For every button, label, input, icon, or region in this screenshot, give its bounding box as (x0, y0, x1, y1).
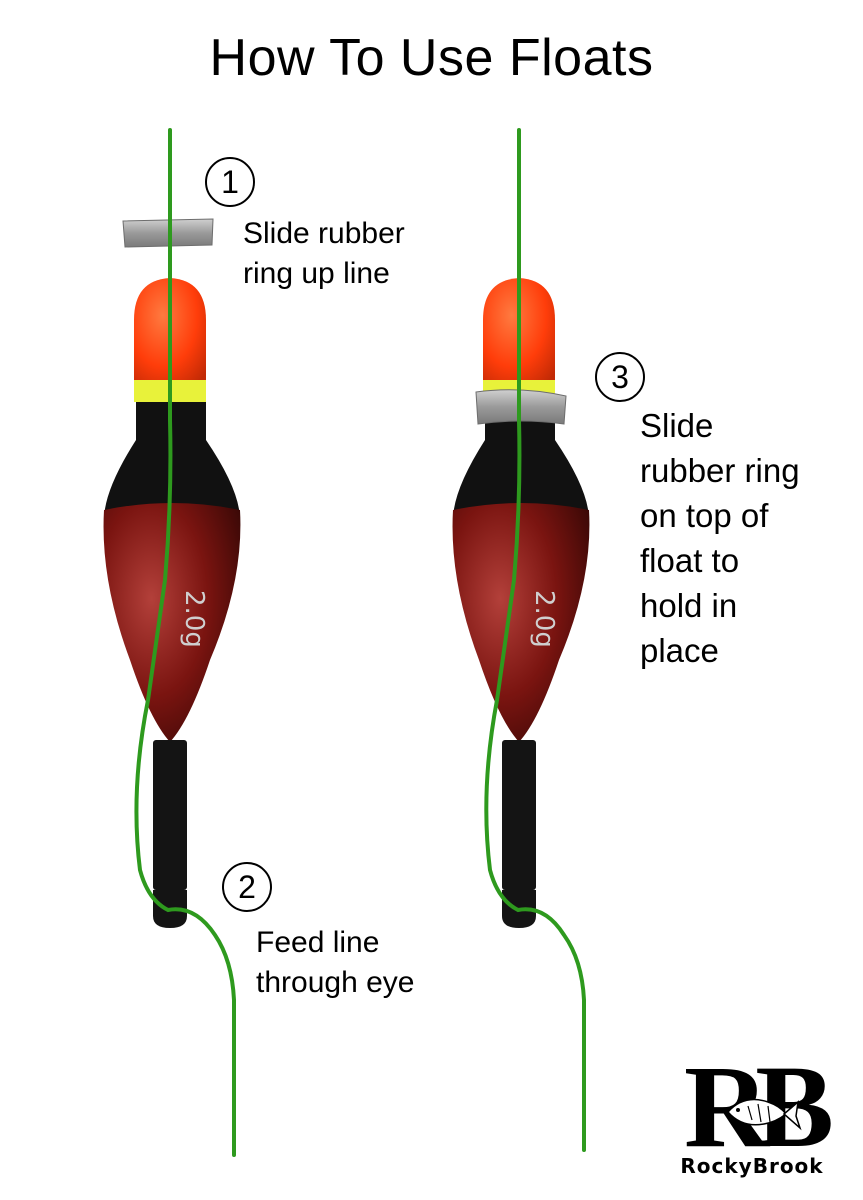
left-float-illustration: 2.0g (103, 128, 241, 1157)
caption-line: on top of (640, 497, 769, 534)
caption-line: Feed line (256, 926, 380, 959)
caption-line: rubber ring (640, 452, 800, 489)
fishing-line-left (134, 128, 236, 1157)
caption-line: float to (640, 542, 740, 579)
float-weight-label: 2.0g (179, 590, 209, 648)
right-float-illustration: 2.0g (452, 128, 590, 1152)
caption-line: place (640, 632, 719, 669)
caption-line: Slide rubber (243, 217, 405, 250)
rb-logo-mark: RB (684, 1041, 845, 1172)
step-number-1: 1 (205, 157, 255, 207)
step-1-caption: Slide rubber ring up line (243, 214, 405, 294)
fish-icon (726, 1098, 802, 1131)
step-3-caption: Slide rubber ring on top of float to hol… (640, 403, 800, 673)
caption-line: Slide (640, 407, 714, 444)
logo-name: RockyBrook (680, 1154, 824, 1178)
step-2-caption: Feed line through eye (256, 923, 414, 1003)
float-stem (502, 740, 536, 890)
step-number-2: 2 (222, 862, 272, 912)
caption-line: hold in (640, 587, 738, 624)
float-body (452, 503, 590, 742)
float-weight-label: 2.0g (529, 590, 559, 648)
page-title: How To Use Floats (209, 29, 654, 87)
fishing-line-right (484, 128, 586, 1152)
step-number-3: 3 (595, 352, 645, 402)
caption-line: through eye (256, 966, 415, 999)
caption-line: ring up line (243, 257, 390, 290)
rockybrook-logo: RB RockyBrook (664, 1041, 845, 1186)
float-stem (153, 740, 187, 890)
float-body (103, 503, 241, 742)
